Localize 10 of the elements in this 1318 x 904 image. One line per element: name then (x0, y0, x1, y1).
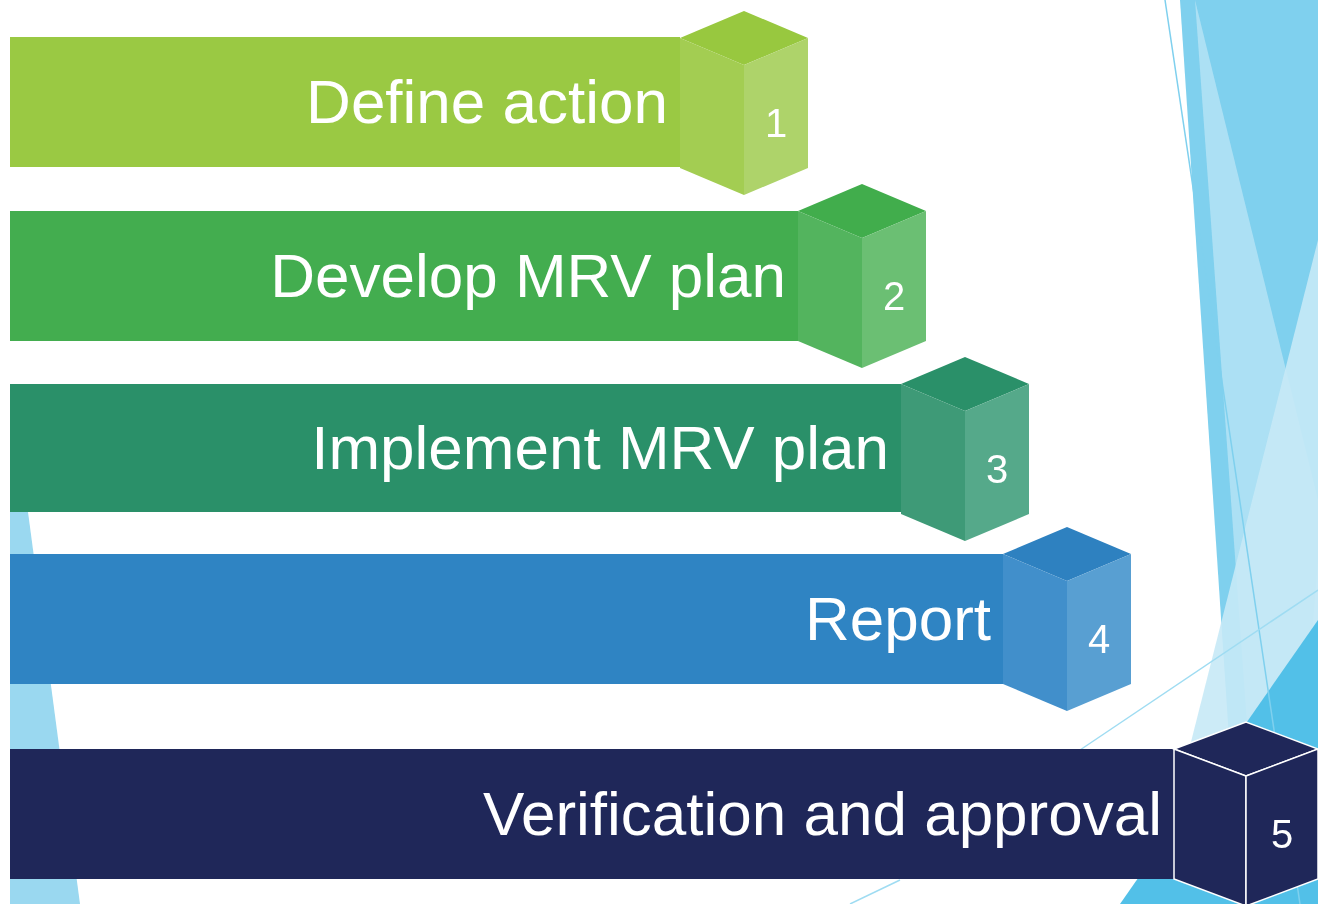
step-bar (10, 37, 680, 167)
step-number: 5 (1269, 814, 1295, 854)
step-bar (10, 211, 798, 341)
step-bar (10, 384, 901, 512)
step-number: 4 (1086, 619, 1112, 659)
step-number: 2 (881, 276, 907, 316)
step-number: 3 (984, 449, 1010, 489)
step-bar (10, 554, 1003, 684)
step-number: 1 (763, 103, 789, 143)
step-label: Define action (306, 71, 668, 133)
